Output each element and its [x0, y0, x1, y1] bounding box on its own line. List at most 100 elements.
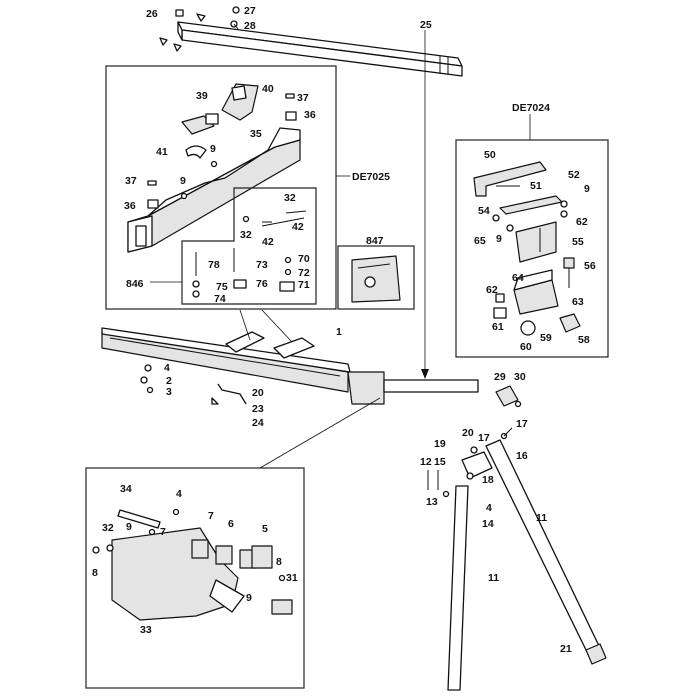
rod-34	[117, 509, 161, 529]
callout-37: 37	[297, 92, 309, 104]
callout-32: 32	[102, 522, 114, 534]
callout-35: 35	[250, 128, 262, 140]
callout-25: 25	[420, 19, 432, 31]
kit-846	[181, 187, 317, 305]
screws-16-17	[500, 427, 513, 440]
bar-52	[496, 185, 563, 215]
callout-17: 17	[516, 418, 528, 430]
leg-hinge	[461, 446, 493, 480]
callout-20: 20	[462, 427, 474, 439]
callout-27: 27	[244, 5, 256, 17]
callout-26: 26	[146, 8, 158, 20]
pad-40	[221, 83, 259, 121]
callout-51: 51	[530, 180, 542, 192]
callout-29: 29	[494, 371, 506, 383]
de7025-kit-label: DE7025	[352, 171, 390, 183]
callout-9: 9	[246, 592, 252, 604]
knob-56	[563, 257, 575, 288]
callout-847: 847	[366, 235, 384, 247]
handle-50	[473, 161, 547, 197]
clip-29	[495, 385, 522, 408]
callout-31: 31	[286, 572, 298, 584]
lever-31-arm	[209, 579, 245, 613]
callout-74: 74	[214, 293, 226, 305]
end-caps-26	[159, 9, 206, 52]
callout-8: 8	[92, 567, 98, 579]
callout-5: 5	[262, 523, 268, 535]
callout-40: 40	[262, 83, 274, 95]
clamp-39	[181, 113, 219, 135]
screws-27-28	[230, 6, 240, 30]
callout-8: 8	[276, 556, 282, 568]
leg-11-rear	[485, 439, 607, 665]
callout-65: 65	[474, 235, 486, 247]
callout-73: 73	[256, 259, 268, 271]
pins-12-13-15	[427, 470, 450, 498]
callout-14: 14	[482, 518, 494, 530]
callout-52: 52	[568, 169, 580, 181]
callout-76: 76	[256, 278, 268, 290]
callout-6: 6	[228, 518, 234, 530]
callout-4: 4	[486, 502, 492, 514]
extension-arm-25	[383, 379, 479, 393]
callout-7: 7	[160, 526, 166, 538]
screws-lower	[92, 508, 286, 582]
callout-64: 64	[512, 272, 524, 284]
callout-9: 9	[126, 521, 132, 533]
callout-9: 9	[180, 175, 186, 187]
lower-left-assembly-box	[85, 467, 305, 689]
callout-labels: 26 27 28 25 40 39 37 36 35 41 9 37 9 36 …	[92, 5, 596, 655]
callout-17: 17	[478, 432, 490, 444]
callout-3: 3	[166, 386, 172, 398]
callout-75: 75	[216, 281, 228, 293]
callout-28: 28	[244, 20, 256, 32]
callout-54: 54	[478, 205, 490, 217]
leg-11-front	[447, 485, 469, 691]
callout-36: 36	[304, 109, 316, 121]
bracket-63	[513, 269, 559, 315]
callout-24: 24	[252, 417, 264, 429]
callout-32: 32	[240, 229, 252, 241]
kit-847-box	[337, 245, 415, 310]
callout-55: 55	[572, 236, 584, 248]
de7025-kit-box	[105, 65, 337, 310]
beam-small-parts	[140, 364, 247, 405]
callout-60: 60	[520, 341, 532, 353]
callout-63: 63	[572, 296, 584, 308]
callout-1: 1	[336, 326, 342, 338]
callout-39: 39	[196, 90, 208, 102]
callout-19: 19	[434, 438, 446, 450]
callout-36: 36	[124, 200, 136, 212]
callout-30: 30	[514, 371, 526, 383]
callout-32: 32	[284, 192, 296, 204]
callout-4: 4	[176, 488, 182, 500]
callout-13: 13	[426, 496, 438, 508]
callout-58: 58	[578, 334, 590, 346]
callout-9: 9	[496, 233, 502, 245]
small-parts-de7024	[492, 200, 581, 336]
de7024-kit-box	[455, 139, 609, 358]
callout-18: 18	[482, 474, 494, 486]
callout-50: 50	[484, 149, 496, 161]
bracket-55	[515, 221, 557, 263]
knob-31	[271, 599, 293, 615]
callout-70: 70	[298, 253, 310, 265]
plates-5-6-7	[191, 539, 273, 569]
parts-bag-847	[351, 255, 401, 303]
de7024-kit-label: DE7024	[512, 102, 550, 114]
callout-11: 11	[536, 512, 547, 524]
callout-9: 9	[210, 143, 216, 155]
callout-62: 62	[576, 216, 588, 228]
callout-41: 41	[156, 146, 168, 158]
callout-71: 71	[298, 279, 310, 291]
callout-42: 42	[292, 221, 304, 233]
callout-20: 20	[252, 387, 264, 399]
callout-15: 15	[434, 456, 446, 468]
callout-846: 846	[126, 278, 144, 290]
callout-33: 33	[140, 624, 152, 636]
callout-21: 21	[560, 643, 572, 655]
small-parts-de7025	[147, 93, 297, 223]
callout-9: 9	[584, 183, 590, 195]
callout-37: 37	[125, 175, 137, 187]
